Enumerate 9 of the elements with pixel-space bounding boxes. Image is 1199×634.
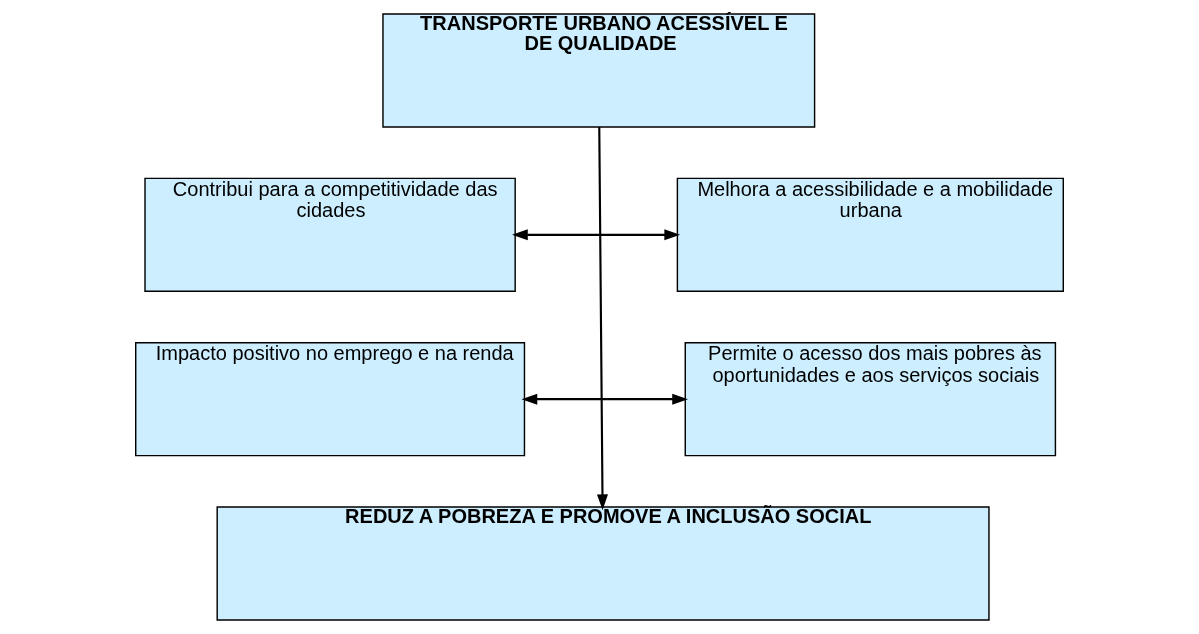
arrow: [512, 229, 681, 241]
node-box: TRANSPORTE URBANO ACESSÍVEL E DE QUALIDADE: [382, 13, 816, 128]
arrow: [521, 393, 688, 405]
node-box: Melhora a acessibilidade e a mobilidade urbana: [676, 177, 1064, 292]
arrow: [596, 127, 608, 511]
node-box: REDUZ A POBREZA E PROMOVE A INCLUSÃO SOCIAL: [216, 506, 990, 621]
node-box: Permite o acesso dos mais pobres às oportunidades e aos serviços sociais: [684, 342, 1057, 457]
node-box: Impacto positivo no emprego e na renda: [135, 342, 526, 457]
node-box: Contribui para a competitividade das cidades: [144, 177, 516, 292]
